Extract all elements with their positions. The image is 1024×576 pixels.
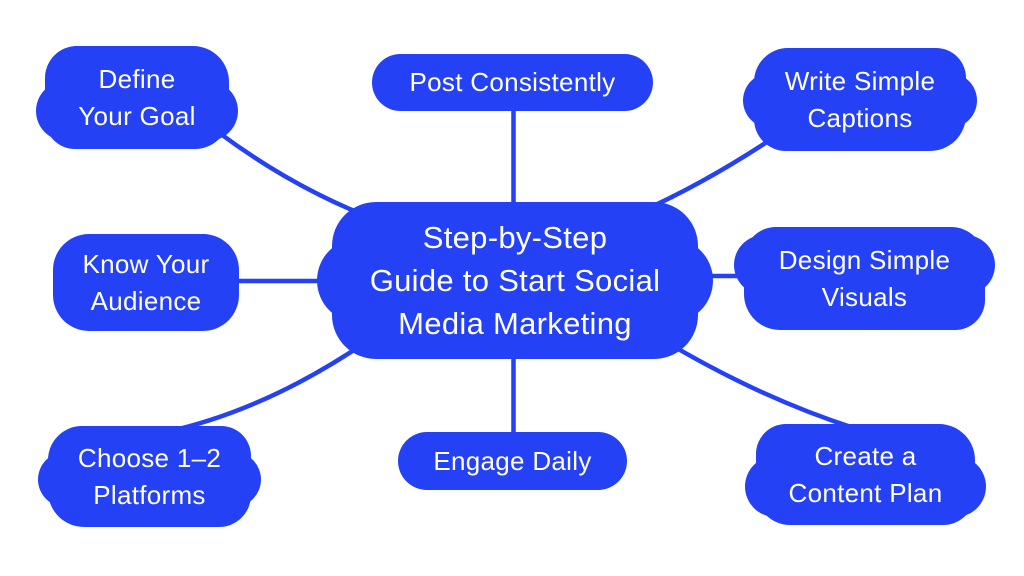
node-label-line: Platforms: [93, 479, 206, 510]
center-topic-node: Step-by-Step Guide to Start Social Media…: [317, 202, 713, 359]
center-topic-line: Media Marketing: [398, 306, 632, 341]
connector-write-to-center: [635, 129, 785, 216]
node-choose-platforms: Choose 1–2 Platforms: [38, 426, 261, 527]
node-write-simple-captions: Write Simple Captions: [743, 48, 977, 151]
node-label-line: Visuals: [821, 281, 908, 312]
center-topic-line: Step-by-Step: [422, 220, 608, 255]
center-topic-line: Guide to Start Social: [369, 263, 661, 298]
node-label-line: Choose 1–2: [77, 442, 222, 473]
node-know-your-audience: Know Your Audience: [53, 234, 239, 331]
node-label-line: Create a: [814, 440, 917, 471]
node-label-line: Captions: [807, 102, 913, 133]
node-label-line: Your Goal: [78, 100, 196, 131]
node-label-line: Know Your: [82, 248, 210, 279]
connector-choose-to-center: [163, 339, 369, 435]
node-design-simple-visuals: Design Simple Visuals: [734, 227, 995, 330]
node-label-line: Post Consistently: [409, 67, 616, 97]
node-label-line: Engage Daily: [433, 445, 592, 476]
node-post-consistently: Post Consistently: [372, 54, 653, 111]
node-label-line: Content Plan: [788, 477, 943, 508]
node-define-your-goal: Define Your Goal: [36, 46, 238, 149]
node-create-content-plan: Create a Content Plan: [745, 424, 986, 525]
node-engage-daily: Engage Daily: [398, 432, 627, 490]
node-label-line: Audience: [90, 285, 202, 316]
node-label-line: Define: [98, 63, 176, 94]
node-label-line: Design Simple: [778, 244, 951, 275]
node-label-line: Write Simple: [784, 65, 936, 96]
connector-create-to-center: [665, 340, 857, 431]
